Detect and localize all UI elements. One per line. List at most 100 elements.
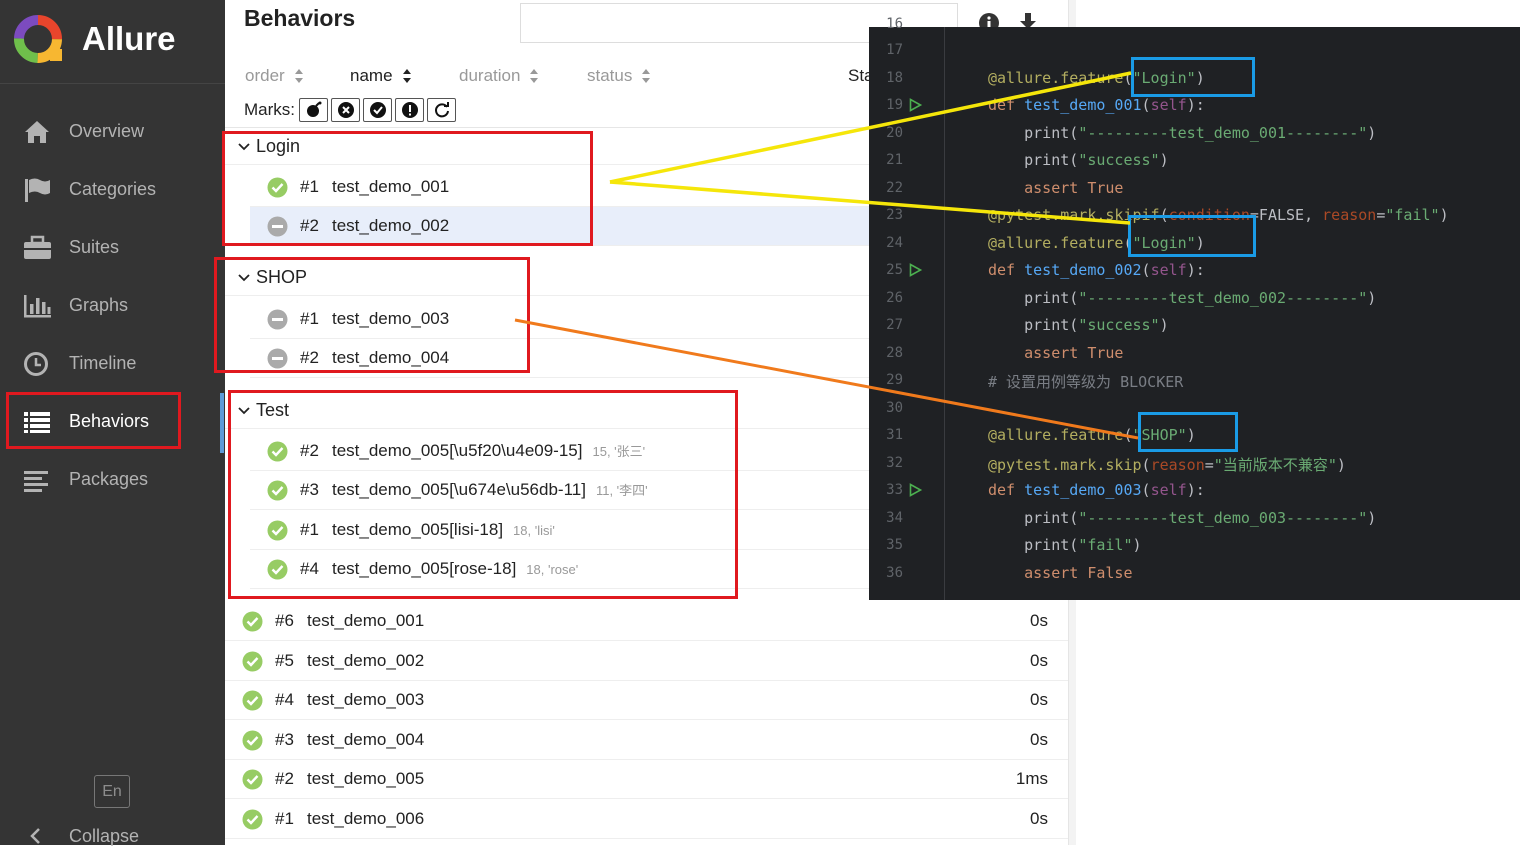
- sidebar-item-categories[interactable]: Categories: [0, 166, 225, 214]
- tree-node[interactable]: #3 test_demo_005[\u674e\u56db-11]11, '李四…: [250, 471, 875, 510]
- collapse-button[interactable]: Collapse: [69, 826, 140, 846]
- language-button[interactable]: En: [94, 775, 130, 808]
- sort-by-order[interactable]: order: [245, 66, 304, 86]
- node-name-text: test_demo_002: [332, 216, 450, 235]
- code-token: @allure.feature: [988, 233, 1124, 252]
- mark-retries-button[interactable]: [427, 98, 456, 122]
- line-number: 17: [886, 42, 903, 58]
- tree-node[interactable]: #1 test_demo_005[lisi-18]18, 'lisi': [250, 511, 875, 550]
- row-order: #2: [275, 769, 294, 788]
- line-number: 18: [886, 69, 903, 86]
- node-order: #3: [300, 480, 319, 499]
- connector-shop: [514, 318, 1139, 440]
- code-token: "---------test_demo_002--------": [1078, 288, 1368, 307]
- x-circle-icon: [337, 102, 354, 118]
- code-line: print("---------test_demo_003--------"): [988, 509, 1376, 527]
- code-line: print("fail"): [988, 536, 1141, 554]
- run-test-icon[interactable]: [909, 263, 923, 277]
- node-name-text: test_demo_001: [332, 177, 450, 196]
- code-line: @allure.feature("SHOP"): [988, 426, 1196, 444]
- mark-new-broken-button[interactable]: [395, 98, 424, 122]
- tree-node[interactable]: #4 test_demo_005[rose-18]18, 'rose': [250, 550, 875, 589]
- sidebar-item-packages[interactable]: Packages: [0, 456, 225, 504]
- skipped-icon: [267, 348, 288, 369]
- chevron-down-icon: [238, 143, 250, 151]
- group-header-test[interactable]: Test: [225, 393, 875, 429]
- brand[interactable]: Allure: [0, 0, 225, 84]
- bar-chart-icon: [24, 295, 51, 318]
- status-filter-label[interactable]: Sta: [848, 66, 874, 85]
- table-row[interactable]: #1 test_demo_006 0s: [225, 800, 1068, 839]
- line-number: 27: [886, 317, 903, 333]
- chevron-down-icon: [238, 274, 250, 282]
- line-number: 34: [886, 509, 903, 526]
- list-icon: [24, 412, 50, 433]
- passed-icon: [267, 177, 288, 198]
- code-line: print("---------test_demo_001--------"): [988, 124, 1376, 142]
- annotation-box-feature-shop: [1138, 412, 1238, 452]
- row-duration: 0s: [1030, 651, 1048, 670]
- sidebar-item-label: Graphs: [69, 295, 129, 315]
- code-token: assert: [1024, 343, 1088, 362]
- code-token: test_demo_003: [1024, 481, 1142, 499]
- sidebar-item-timeline[interactable]: Timeline: [0, 340, 225, 388]
- table-row[interactable]: #4 test_demo_003 0s: [225, 681, 1068, 720]
- table-row[interactable]: #2 test_demo_005 1ms: [225, 760, 1068, 799]
- sort-by-name[interactable]: name: [350, 66, 412, 86]
- sidebar-item-label: Packages: [69, 469, 149, 489]
- line-number: 19: [886, 97, 903, 113]
- exclamation-circle-icon: [401, 102, 418, 118]
- code-token: (: [1141, 455, 1151, 474]
- chevron-left-icon[interactable]: [28, 826, 42, 846]
- sidebar-item-graphs[interactable]: Graphs: [0, 282, 225, 330]
- code-token: "Login": [1132, 233, 1196, 252]
- tree-node[interactable]: #1 test_demo_001: [250, 168, 875, 207]
- run-test-icon[interactable]: [909, 483, 923, 497]
- sidebar-item-overview[interactable]: Overview: [0, 108, 225, 156]
- sort-by-duration[interactable]: duration: [459, 66, 539, 86]
- table-row[interactable]: #3 test_demo_004 0s: [225, 721, 1068, 760]
- node-name-text: test_demo_003: [332, 309, 450, 328]
- sort-label: status: [587, 66, 633, 85]
- check-circle-icon: [369, 102, 386, 118]
- line-number: 25: [886, 262, 903, 278]
- node-order: #1: [300, 309, 319, 328]
- row-order: #3: [275, 730, 294, 749]
- code-token: ): [1336, 455, 1346, 474]
- passed-icon: [242, 651, 263, 672]
- skipped-icon: [267, 216, 288, 237]
- row-duration: 0s: [1030, 611, 1048, 630]
- group-header-shop[interactable]: SHOP: [225, 260, 875, 296]
- passed-icon: [267, 441, 288, 462]
- code-token: "Login": [1132, 68, 1196, 87]
- group-header-login[interactable]: Login: [225, 129, 875, 165]
- code-token: print(: [988, 288, 1079, 307]
- tree-node[interactable]: #1 test_demo_003: [250, 300, 875, 339]
- table-row[interactable]: #6 test_demo_001 0s: [225, 602, 1068, 641]
- mark-new-failed-button[interactable]: [331, 98, 360, 122]
- node-params: 18, 'lisi': [513, 523, 555, 538]
- node-order: #4: [300, 559, 319, 578]
- row-order: #4: [275, 690, 294, 709]
- group-name: Login: [256, 136, 301, 156]
- code-line: assert True: [988, 344, 1123, 362]
- code-token: ): [1159, 151, 1169, 169]
- sort-by-status[interactable]: status: [587, 66, 651, 86]
- sidebar-item-behaviors[interactable]: Behaviors: [0, 398, 225, 446]
- sidebar-item-suites[interactable]: Suites: [0, 224, 225, 272]
- code-token: ): [1195, 68, 1205, 87]
- annotation-box-login: [222, 131, 593, 246]
- mark-new-passed-button[interactable]: [363, 98, 392, 122]
- sort-toolbar: order name duration status Sta: [225, 60, 1068, 90]
- passed-icon: [267, 559, 288, 580]
- tree-node[interactable]: #2 test_demo_004: [250, 339, 875, 378]
- run-test-icon[interactable]: [909, 98, 923, 112]
- code-token: self: [1150, 261, 1187, 279]
- mark-flaky-button[interactable]: [299, 98, 328, 122]
- table-row[interactable]: #5 test_demo_002 0s: [225, 642, 1068, 681]
- row-name: test_demo_005: [307, 769, 425, 788]
- tree-node[interactable]: #2 test_demo_005[\u5f20\u4e09-15]15, '张三…: [250, 432, 875, 471]
- sidebar-item-label: Categories: [69, 179, 157, 199]
- passed-icon: [267, 480, 288, 501]
- row-name: test_demo_003: [307, 690, 425, 709]
